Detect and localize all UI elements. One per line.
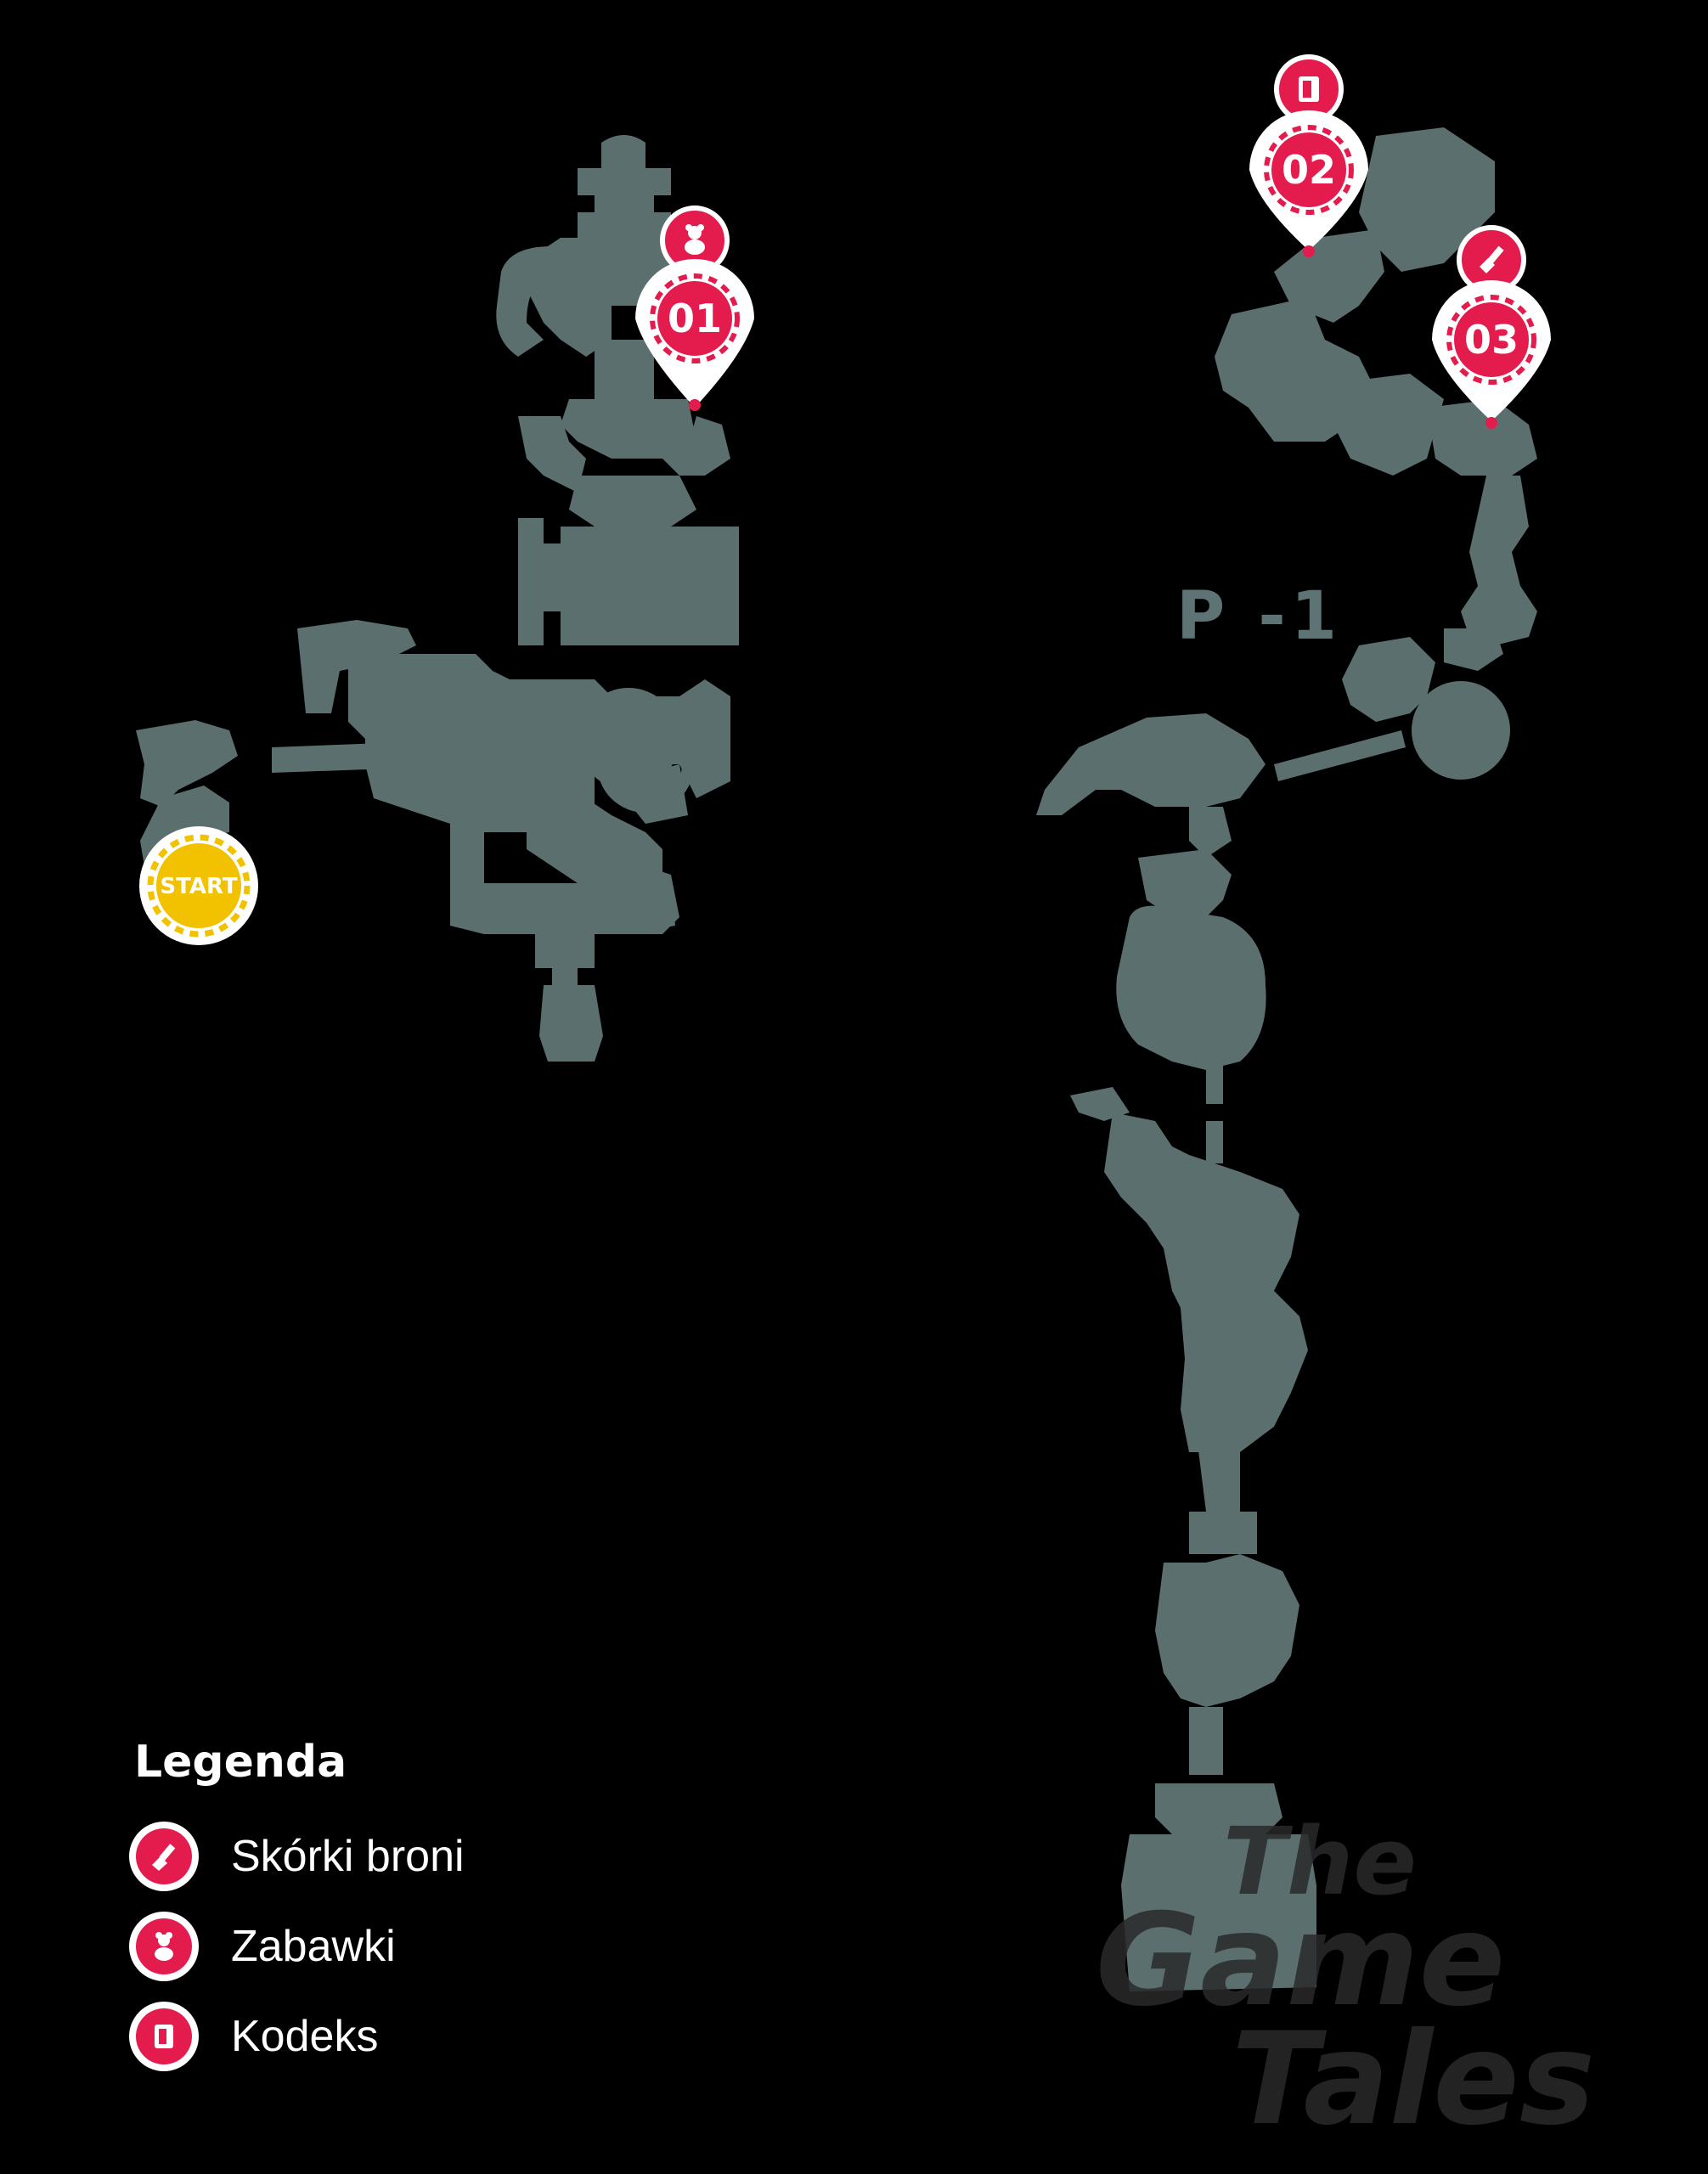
marker-03-number: 03: [1464, 317, 1519, 363]
codex-book-icon: [1299, 76, 1319, 102]
codex-book-icon: [129, 2002, 199, 2071]
watermark-word-3: Tales: [1232, 2006, 1595, 2154]
legend-item-toys: Zabawki: [129, 1901, 571, 1991]
marker-02-number: 02: [1282, 147, 1336, 193]
map-area-west: [136, 135, 739, 1062]
teddy-bear-icon: [129, 1912, 199, 1981]
legend-item-weapon-skins: Skórki broni: [129, 1811, 571, 1901]
watermark-logo: The Game Tales: [1096, 1807, 1595, 2154]
legend-item-codex: Kodeks: [129, 1991, 571, 2081]
watermark-word-2: Game: [1096, 1887, 1505, 2035]
map-area-east: [1036, 127, 1537, 1991]
paint-brush-icon: [129, 1822, 199, 1891]
legend-item-label: Zabawki: [231, 1922, 396, 1971]
location-marker-01[interactable]: 01: [635, 206, 754, 411]
marker-01-number: 01: [668, 296, 722, 341]
location-marker-02[interactable]: 02: [1249, 54, 1368, 257]
start-label: START: [160, 874, 237, 899]
watermark-word-1: The: [1223, 1807, 1417, 1916]
legend-item-label: Skórki broni: [231, 1832, 465, 1881]
legend-item-label: Kodeks: [231, 2012, 379, 2061]
map-legend: Legenda Skórki broni Zabawki Kodeks: [129, 1737, 571, 2081]
start-marker[interactable]: START: [139, 826, 258, 945]
location-marker-03[interactable]: 03: [1432, 225, 1551, 429]
floor-label: P -1: [1176, 578, 1342, 655]
legend-title: Legenda: [134, 1737, 347, 1788]
